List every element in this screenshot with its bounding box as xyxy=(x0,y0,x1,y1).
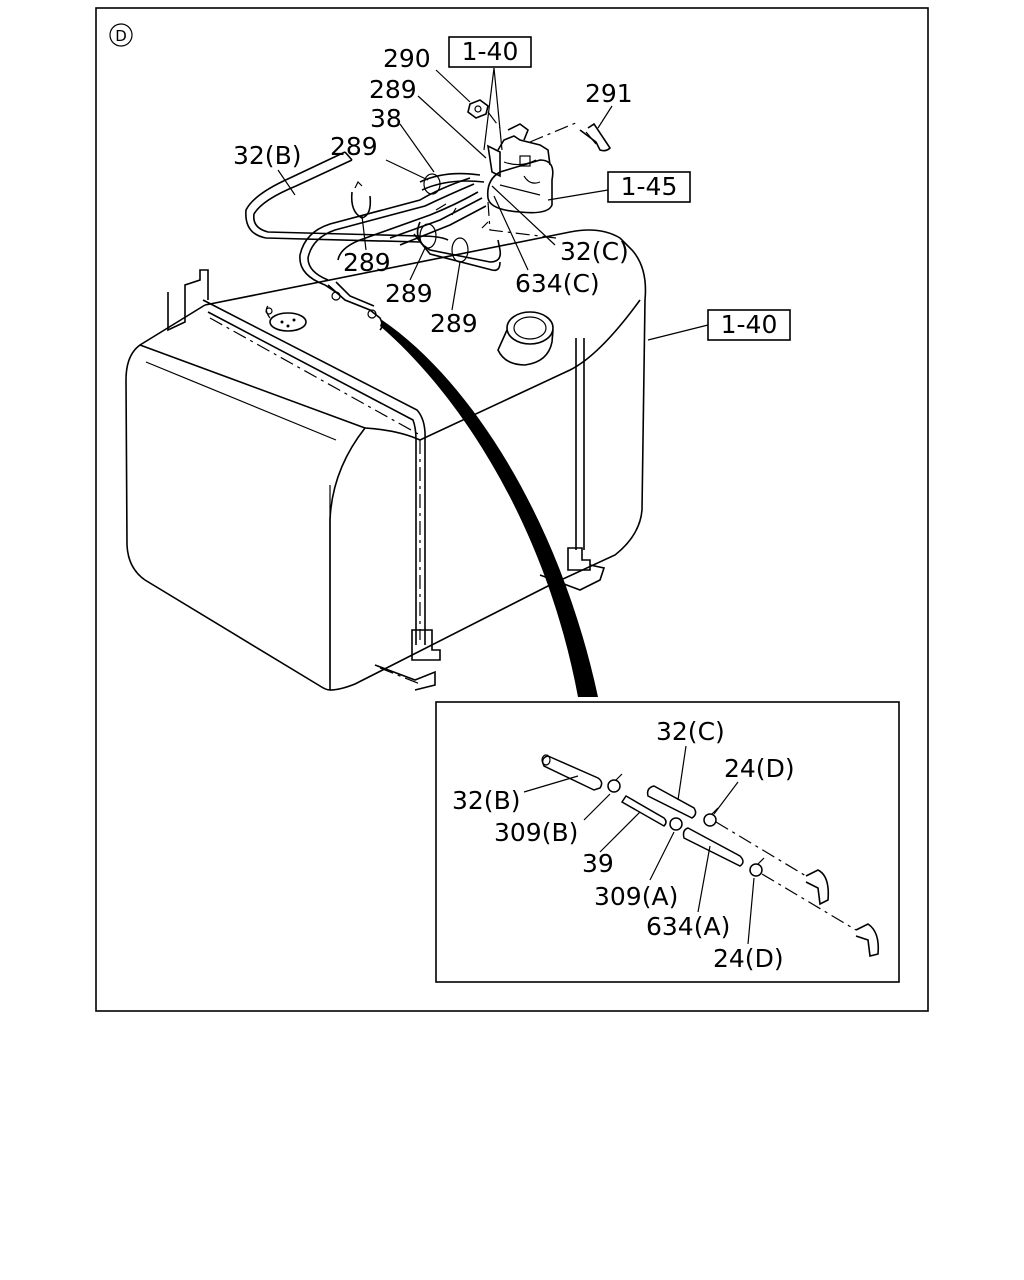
svg-text:1-40: 1-40 xyxy=(462,37,519,66)
detail-label-24d-top: 24(D) xyxy=(724,754,795,783)
detail-label-634a: 634(A) xyxy=(646,912,730,941)
detail-label-32c: 32(C) xyxy=(656,717,725,746)
label-289-left: 289 xyxy=(330,132,378,161)
svg-text:1-40: 1-40 xyxy=(721,310,778,339)
diagram-frame xyxy=(95,7,929,1012)
view-marker: D xyxy=(109,23,133,47)
detail-label-32b: 32(B) xyxy=(452,786,520,815)
detail-label-24d-bottom: 24(D) xyxy=(713,944,784,973)
detail-pointer xyxy=(380,320,598,697)
label-32c: 32(C) xyxy=(560,237,629,266)
ref-box-1-45: 1-45 xyxy=(607,171,691,203)
main-leaders xyxy=(277,67,709,341)
label-634c: 634(C) xyxy=(515,269,600,298)
label-291: 291 xyxy=(585,79,633,108)
fuel-lines xyxy=(245,123,554,331)
bolt-291 xyxy=(579,122,612,152)
detail-label-39: 39 xyxy=(582,849,614,878)
detail-inset-frame xyxy=(435,701,900,983)
label-38: 38 xyxy=(370,104,402,133)
svg-text:1-45: 1-45 xyxy=(621,172,678,201)
detail-label-309a: 309(A) xyxy=(594,882,678,911)
label-32b: 32(B) xyxy=(233,141,301,170)
detail-leaders xyxy=(523,745,755,945)
fuel-tank xyxy=(125,229,647,691)
svg-text:D: D xyxy=(115,27,127,45)
label-289-c: 289 xyxy=(430,309,478,338)
label-289-top: 289 xyxy=(369,75,417,104)
detail-parts xyxy=(541,754,880,957)
label-289-a: 289 xyxy=(343,248,391,277)
label-289-b: 289 xyxy=(385,279,433,308)
ref-box-1-40-right: 1-40 xyxy=(707,309,791,341)
detail-label-309b: 309(B) xyxy=(494,818,578,847)
nut-290 xyxy=(467,99,489,119)
label-290: 290 xyxy=(383,44,431,73)
ref-box-1-40-top: 1-40 xyxy=(448,36,532,68)
